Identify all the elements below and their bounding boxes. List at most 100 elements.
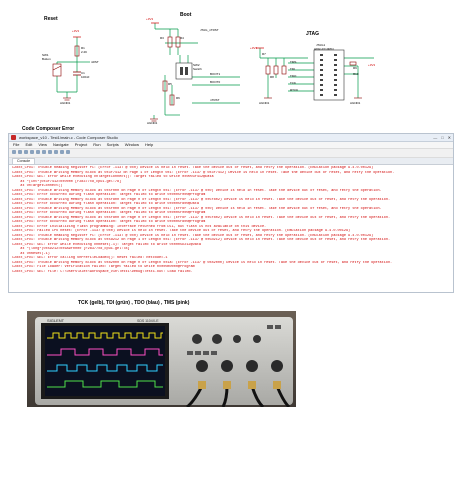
toolbar-icon[interactable] — [60, 150, 64, 154]
menu-item-project[interactable]: Project — [74, 142, 88, 147]
menu-item-view[interactable]: View — [38, 142, 47, 147]
boot-boot1-net: BOOT1 — [210, 72, 221, 76]
boot-res-r4: R4 — [180, 36, 184, 40]
menu-item-window[interactable]: Window — [124, 142, 140, 147]
menu-item-navigate[interactable]: Navigate — [52, 142, 69, 147]
console-line: C28xx_CPU1: Error occurred during flash … — [12, 193, 206, 198]
menu-item-edit[interactable]: Edit — [25, 142, 33, 147]
console-line: C28xx_CPU1: Error occurred during flash … — [12, 220, 206, 225]
reset-nrst-label: nRST — [91, 60, 99, 64]
jtag-res-r8: R8 — [270, 75, 274, 79]
console-line: C28xx_CPU1: File Loader: Verification fa… — [12, 265, 195, 270]
console-line: C28xx_CPU1: Trouble Writing Memory Block… — [12, 197, 391, 202]
jtag-connector-type: HDR-2X10PIN — [314, 47, 334, 51]
toolbar-icon[interactable] — [18, 150, 22, 154]
console-line: C28xx_CPU1: GEL: File: C:\Users\Alex\wor… — [12, 269, 193, 274]
reset-sw1-label: SW1 — [42, 53, 49, 57]
toolbar-icon[interactable] — [36, 150, 40, 154]
jtag-signal-rtck: RTCK — [290, 88, 299, 92]
probe-connectors — [198, 381, 281, 389]
boot-sw-type: Switch — [193, 67, 202, 71]
jtag-res-r7: R7 — [262, 52, 266, 56]
ccs-menubar: File Edit View Navigate Project Run Scripts Win… — [9, 142, 453, 149]
toolbar-icon[interactable] — [12, 150, 16, 154]
scope-brand: SIGLENT — [47, 318, 65, 323]
scope-trace-ch1 — [47, 332, 163, 339]
jtag-title: JTAG — [306, 31, 319, 37]
jtag-signal-tms: TMS — [290, 60, 297, 64]
jtag-gnd-left-label: AGND1 — [259, 101, 270, 105]
console-tabbar: Console — [9, 158, 453, 165]
menu-item-scripts[interactable]: Scripts — [106, 142, 119, 147]
toolbar-icon[interactable] — [24, 150, 28, 154]
jtag-vcc-right-label: +3V3 — [368, 63, 376, 67]
boot-title: Boot — [180, 12, 192, 18]
minimize-button[interactable]: — — [433, 135, 438, 140]
scope-knob — [212, 334, 222, 344]
menu-item-file[interactable]: File — [13, 142, 20, 147]
reset-sw1-type: Button — [42, 57, 51, 61]
scope-knob — [233, 335, 241, 343]
toolbar-icon[interactable] — [42, 150, 46, 154]
jtag-res-r10: R10 — [353, 72, 359, 76]
toolbar-icon[interactable] — [30, 150, 34, 154]
boot-res-r5: R5 — [168, 82, 172, 86]
boot-gnd-label: AGND1 — [147, 121, 158, 125]
boot-sw-label: SW2 — [193, 63, 200, 67]
maximize-button[interactable]: □ — [441, 135, 444, 140]
ccs-window-title: workspace_v10 - Test1/main.c - Code Comp… — [19, 135, 118, 140]
scope-trace-ch2 — [47, 348, 163, 356]
console-line: C28xx_CPU1: Trouble Writing Memory Block… — [12, 260, 393, 265]
ccs-logo-icon — [11, 135, 16, 140]
console-line: C28xx_CPU1: Trouble Writing Memory Block… — [12, 170, 395, 175]
jtag-signal-tck: TCK — [290, 81, 296, 85]
console-line: C28xx_CPU1: Trouble Reading Register PC:… — [12, 166, 374, 170]
console-tab[interactable]: Console — [12, 158, 36, 164]
jtag-signal-tdi: TDI — [290, 67, 295, 71]
menu-item-help[interactable]: Help — [145, 142, 154, 147]
boot-res-r6: R6 — [176, 96, 180, 100]
boot-schematic — [150, 22, 240, 122]
reset-r1-label: R1 — [81, 46, 85, 50]
ccs-error-title: Code Composer Error — [22, 126, 75, 132]
jtag-signal-tdo: TDO — [290, 74, 297, 78]
console-line: at *(int*)0x3f7412=0x0000 [F28377xd_cpu1… — [12, 179, 122, 184]
boot-ntrst-net: nTRST — [210, 98, 220, 102]
console-line: C28xx_CPU1: GEL: Error while executing O… — [12, 242, 202, 247]
console-line: at OnReset(-1) — [12, 251, 50, 256]
console-line: C28xx_CPU1: Error initializing flash pro… — [12, 224, 267, 229]
scope-traces — [47, 332, 163, 388]
menu-item-run[interactable]: Run — [93, 142, 101, 147]
scope-knob — [271, 360, 283, 372]
scope-trace-ch4 — [47, 380, 163, 388]
toolbar-icon[interactable] — [48, 150, 52, 154]
boot-net-jtag-ntrst: JTAG_nTRST — [200, 28, 219, 32]
console-line: C28xx_CPU1: Error occurred during flash … — [12, 211, 206, 216]
jtag-res-r9: R9 — [353, 66, 357, 70]
close-button[interactable]: ✕ — [447, 135, 451, 140]
reset-c1-label: C1 — [81, 71, 85, 75]
scope-controls — [187, 325, 283, 372]
reset-schematic — [52, 36, 90, 101]
jtag-gnd-right-label: AGND1 — [350, 101, 361, 105]
toolbar-icon[interactable] — [54, 150, 58, 154]
scope-knob — [196, 360, 208, 372]
boot-res-r3: R3 — [160, 36, 164, 40]
scope-caption: TCK (gelb), TDI (grün) , TDO (blau) , TM… — [78, 300, 190, 306]
jtag-schematic — [256, 47, 374, 101]
scope-model: SDS 1104X-E — [137, 319, 159, 323]
console-line: C28xx_CPU1: Trouble Writing Memory Block… — [12, 206, 382, 211]
scope-knob — [253, 335, 261, 343]
toolbar-icon[interactable] — [66, 150, 70, 154]
console-line: C28xx_CPU1: Failed CPU Reset: (Error -11… — [12, 229, 351, 234]
jtag-vcc-left-label: +3V3 — [250, 46, 258, 50]
console-line: C28xx_CPU1: Error occurred during flash … — [12, 202, 199, 207]
ccs-toolbar — [9, 149, 453, 158]
console-output[interactable]: C28xx_CPU1: Trouble Reading Register PC:… — [9, 165, 453, 275]
jtag-connector-label: JTAG1 — [316, 43, 326, 47]
console-line: C28xx_CPU1: Trouble Writing Memory Block… — [12, 188, 382, 193]
console-line: C28xx_CPU1: GEL: Error while executing O… — [12, 175, 214, 180]
reset-r1-value: 2.2K — [81, 50, 88, 54]
ccs-titlebar: workspace_v10 - Test1/main.c - Code Comp… — [9, 134, 453, 142]
console-line: C28xx_CPU1: Trouble Writing Memory Block… — [12, 215, 391, 220]
